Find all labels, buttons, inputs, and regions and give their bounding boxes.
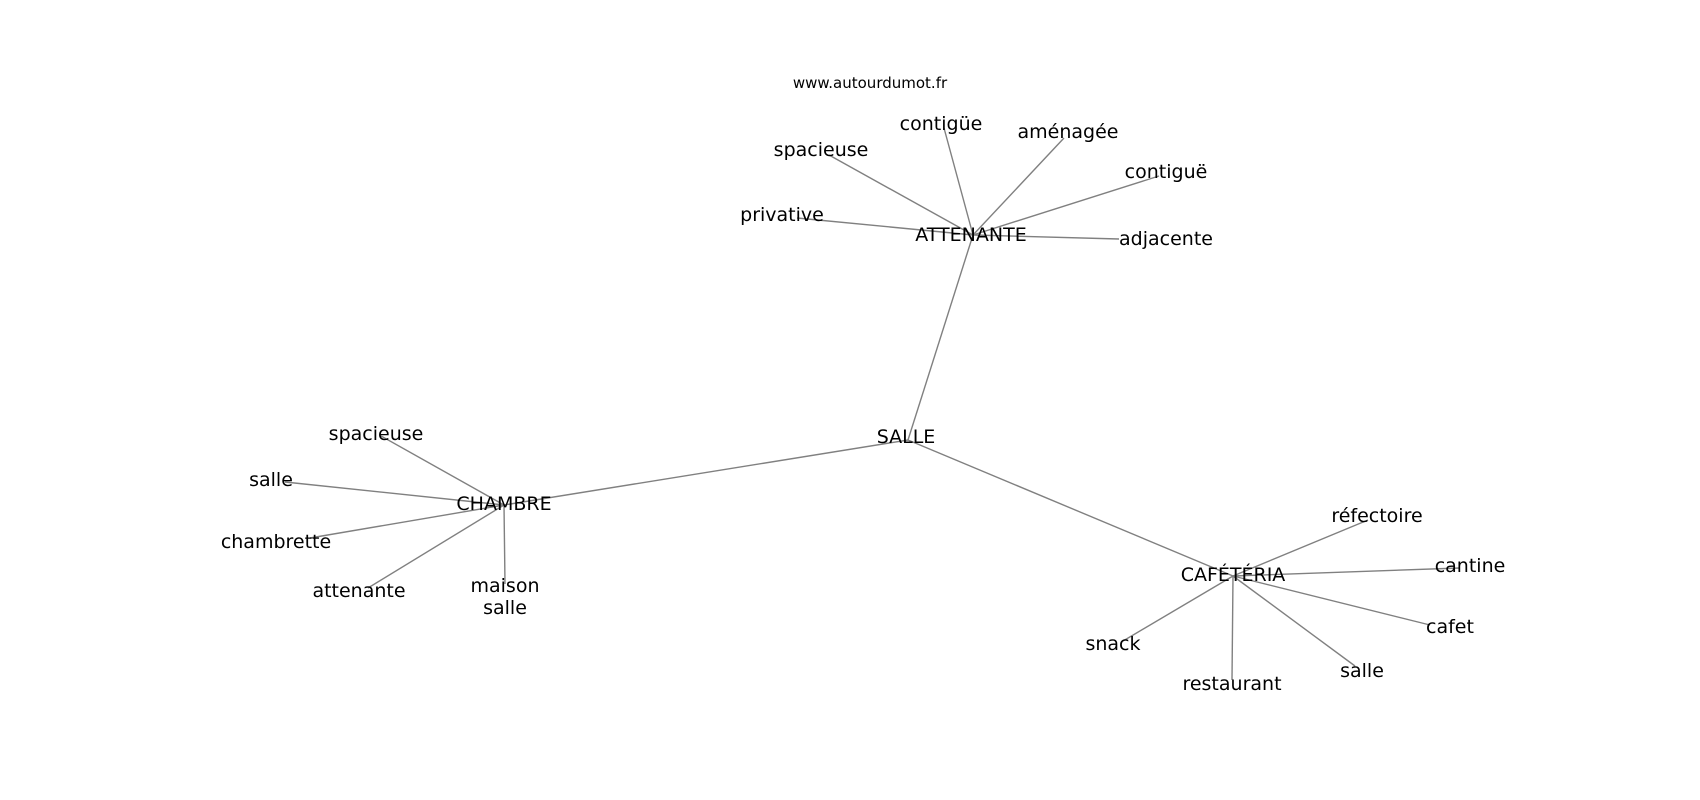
watermark-text: www.autourdumot.fr: [793, 74, 948, 92]
edge-hub-2-leaf-5: [1122, 575, 1234, 642]
edge-hub-1-leaf-3: [367, 504, 505, 589]
edge-hub-0-leaf-1: [828, 154, 974, 236]
leaf-node-label: adjacente: [1119, 228, 1213, 250]
hub-node-label: ATTENANTE: [915, 224, 1026, 246]
leaf-node-label: cantine: [1435, 555, 1506, 577]
leaf-node-label: salle: [1340, 660, 1384, 682]
edge-hub-1-leaf-1: [284, 481, 505, 506]
edge-hub-0-leaf-4: [972, 175, 1160, 236]
edge-hub-2-leaf-3: [1232, 575, 1356, 667]
edge-hub-0-leaf-5: [972, 234, 1120, 240]
graph-labels: www.autourdumot.fr SALLE ATTENANTE privati…: [221, 74, 1505, 695]
leaf-node-label: restaurant: [1182, 673, 1281, 695]
center-node-label: SALLE: [877, 426, 936, 448]
edge-hub-0-leaf-0: [796, 217, 974, 236]
edge-hub-2-leaf-0: [1232, 519, 1369, 577]
edge-hub-1-leaf-2: [309, 504, 505, 539]
leaf-node-label: chambrette: [221, 531, 331, 553]
edge-center-1: [503, 439, 909, 506]
leaf-node-label: contigüe: [900, 113, 983, 135]
edge-hub-2-leaf-1: [1232, 567, 1461, 577]
edge-center-2: [907, 439, 1234, 577]
leaf-node-label: contiguë: [1125, 161, 1208, 183]
graph-edges: [284, 127, 1461, 681]
edge-center-0: [907, 234, 974, 441]
edge-hub-1-leaf-4: [503, 504, 506, 585]
leaf-node-label: snack: [1085, 633, 1140, 655]
edge-hub-0-leaf-2: [943, 127, 974, 236]
leaf-node-label: spacieuse: [774, 139, 869, 161]
leaf-node-label: cafet: [1426, 616, 1474, 638]
edge-hub-1-leaf-0: [380, 435, 505, 506]
leaf-node-label: privative: [740, 204, 824, 226]
hub-node-label: CHAMBRE: [456, 493, 551, 515]
edge-hub-0-leaf-3: [972, 137, 1065, 236]
hub-node-label: CAFÉTÉRIA: [1181, 563, 1286, 586]
leaf-node-label: spacieuse: [329, 423, 424, 445]
leaf-node-label: attenante: [312, 580, 405, 602]
leaf-node-label: aménagée: [1018, 121, 1119, 143]
edge-hub-2-leaf-4: [1231, 575, 1234, 681]
edge-hub-2-leaf-2: [1232, 575, 1431, 626]
leaf-node-label: réfectoire: [1331, 505, 1422, 527]
leaf-node-label: salle: [249, 469, 293, 491]
